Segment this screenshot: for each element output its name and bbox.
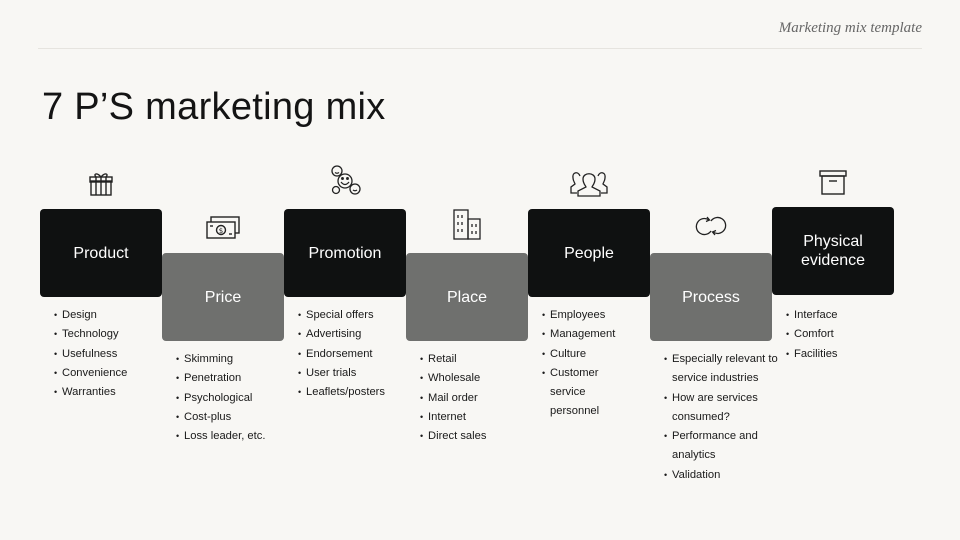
list-item: How are services consumed? <box>664 389 762 428</box>
card-promotion: Promotion <box>284 209 406 297</box>
money-icon: $ <box>203 210 243 246</box>
emoji-faces-icon <box>325 162 365 198</box>
cycle-arrows-icon <box>691 208 731 244</box>
list-item: Psychological <box>176 389 296 409</box>
card-label: Process <box>682 288 740 306</box>
list-item: Retail <box>420 350 540 370</box>
list-item: Especially relevant to service industrie… <box>664 350 782 389</box>
building-icon <box>447 206 487 242</box>
list-item: Loss leader, etc. <box>176 427 296 447</box>
list-item: Skimming <box>176 350 296 370</box>
card-price: Price <box>162 253 284 341</box>
list-item: Leaflets/posters <box>298 383 418 403</box>
gift-icon <box>81 166 121 202</box>
promotion-list: Special offers Advertising Endorsement U… <box>298 306 418 403</box>
list-item: Technology <box>54 325 174 345</box>
list-item: Facilities <box>786 345 906 365</box>
list-item: Cost-plus <box>176 408 296 428</box>
list-item: Performance and analytics <box>664 427 772 466</box>
list-item: Endorsement <box>298 345 418 365</box>
list-item: Interface <box>786 306 906 326</box>
card-label: Place <box>446 288 488 306</box>
card-label: Promotion <box>308 244 382 262</box>
list-item: Warranties <box>54 383 174 403</box>
list-item: Direct sales <box>420 427 540 447</box>
product-list: Design Technology Usefulness Convenience… <box>54 306 174 403</box>
price-list: Skimming Penetration Psychological Cost-… <box>176 350 296 447</box>
card-label: Physical evidence <box>800 233 866 269</box>
place-list: Retail Wholesale Mail order Internet Dir… <box>420 350 540 447</box>
card-process: Process <box>650 253 772 341</box>
card-label: People <box>564 244 614 262</box>
list-item: Internet <box>420 408 540 428</box>
list-item: Mail order <box>420 389 540 409</box>
list-item: Special offers <box>298 306 418 326</box>
list-item: Usefulness <box>54 345 174 365</box>
archive-box-icon <box>813 164 853 200</box>
list-item: Advertising <box>298 325 418 345</box>
list-item: User trials <box>298 364 418 384</box>
card-people: People <box>528 209 650 297</box>
list-item: Convenience <box>54 364 174 384</box>
list-item: Penetration <box>176 369 296 389</box>
list-item: Culture <box>542 345 642 365</box>
svg-text:$: $ <box>219 227 223 235</box>
list-item: Customer service personnel <box>542 364 610 422</box>
people-list: Employees Management Culture Customer se… <box>542 306 642 422</box>
card-place: Place <box>406 253 528 341</box>
physical-evidence-list: Interface Comfort Facilities <box>786 306 906 364</box>
list-item: Design <box>54 306 174 326</box>
list-item: Validation <box>664 466 782 486</box>
people-icon <box>569 164 609 200</box>
list-item: Management <box>542 325 642 345</box>
process-list: Especially relevant to service industrie… <box>664 350 782 485</box>
card-label: Price <box>204 288 242 306</box>
list-item: Comfort <box>786 325 906 345</box>
list-item: Wholesale <box>420 369 540 389</box>
header-tag: Marketing mix template <box>778 20 922 36</box>
header-divider <box>38 48 922 49</box>
card-product: Product <box>40 209 162 297</box>
card-physical-evidence: Physical evidence <box>772 207 894 295</box>
card-label: Product <box>73 244 129 262</box>
list-item: Employees <box>542 306 642 326</box>
page-title: 7 P’S marketing mix <box>42 86 386 128</box>
